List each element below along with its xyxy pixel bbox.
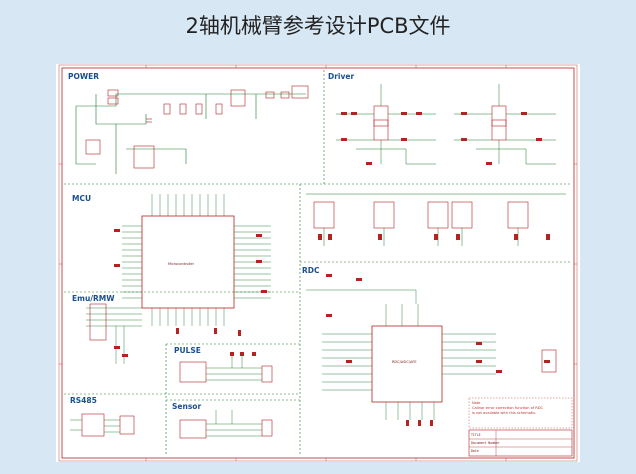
note-line-2: is not available with this schematic.	[472, 411, 537, 415]
section-label-rdc: RDC	[302, 266, 320, 275]
section-label-pulse: PULSE	[174, 346, 201, 355]
rdc-note: Note Calinar error correction function o…	[472, 401, 543, 416]
schematic-drawing	[58, 64, 578, 462]
section-label-power: POWER	[68, 72, 100, 81]
section-label-driver: Driver	[328, 72, 355, 81]
schematic-sheet: POWER Driver MCU RDC Emu/RMW PULSE RS485…	[56, 64, 580, 462]
title-block-row-1: TITLE	[471, 433, 481, 437]
mcu-chip-label: Microcontroller	[168, 262, 195, 266]
section-label-rs485: RS485	[70, 396, 97, 405]
title-block-row-2: Document Number	[471, 441, 500, 445]
rdc-chip-label: RDC/ASIC/AFE	[392, 360, 417, 364]
page-title: 2轴机械臂参考设计PCB文件	[185, 14, 451, 38]
section-label-sensor: Sensor	[172, 402, 202, 411]
note-line-1: Calinar error correction function of RDC	[472, 406, 544, 410]
note-title: Note	[472, 401, 481, 405]
section-label-mcu: MCU	[72, 194, 92, 203]
title-block-row-3: Date	[471, 449, 479, 453]
section-label-emu: Emu/RMW	[72, 294, 115, 303]
